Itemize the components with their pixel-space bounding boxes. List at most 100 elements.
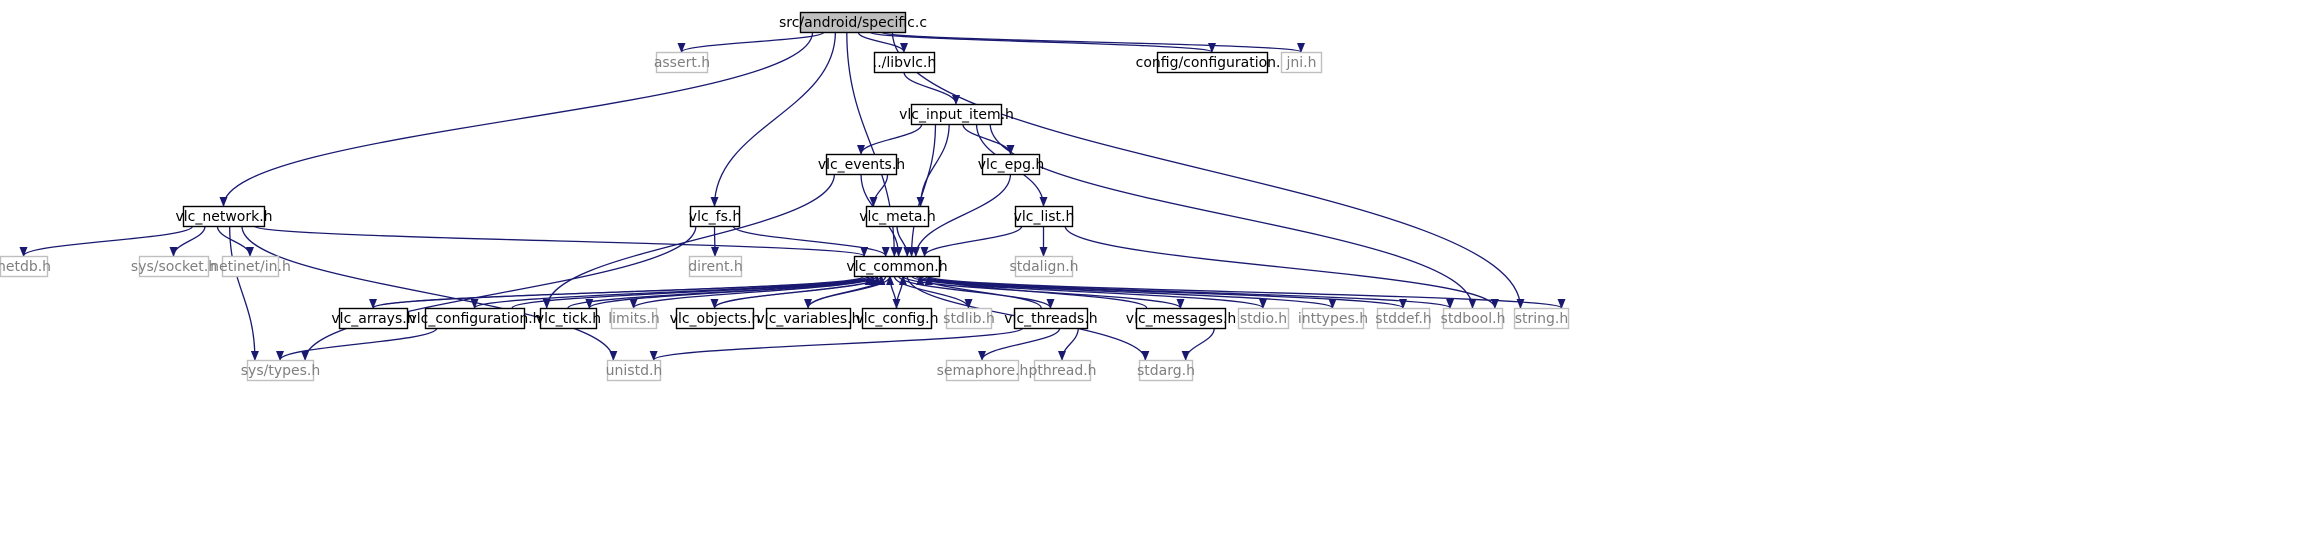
node-box xyxy=(246,359,315,382)
node-socket: sys/socket.h xyxy=(131,255,217,278)
node-stdalign: stdalign.h xyxy=(1009,255,1079,278)
node-box xyxy=(182,205,266,228)
edge-common-to-threads xyxy=(898,275,1055,309)
node-box xyxy=(1156,51,1269,74)
node-box xyxy=(1138,359,1194,382)
edge-threads-to-pthread xyxy=(1058,327,1079,361)
node-threads[interactable]: vlc_threads.h xyxy=(1004,307,1098,330)
node-box xyxy=(865,205,930,228)
node-box xyxy=(765,307,852,330)
node-box xyxy=(853,255,941,278)
node-meta[interactable]: vlc_meta.h xyxy=(859,205,936,228)
edge-messages-to-stdarg xyxy=(1181,327,1215,361)
node-dirent: dirent.h xyxy=(688,255,743,278)
edge-input_item-to-events xyxy=(857,123,923,155)
edge-root-to-jni xyxy=(880,31,1305,53)
edge-list-to-stdbool xyxy=(1064,225,1499,309)
node-box xyxy=(606,359,662,382)
node-box xyxy=(539,307,598,330)
node-jni: jni.h xyxy=(1280,51,1323,74)
edge-fs-to-dirent xyxy=(710,225,719,257)
node-label: netinet/in.h xyxy=(210,259,291,275)
edge-threads-to-unistd xyxy=(649,327,1024,361)
node-variables[interactable]: vlc_variables.h xyxy=(757,307,861,330)
edge-common-to-vconfig xyxy=(889,275,901,309)
node-libvlc[interactable]: ../libvlc.h xyxy=(873,51,936,74)
node-box xyxy=(873,51,936,74)
node-systypes: sys/types.h xyxy=(241,359,320,382)
node-label: assert.h xyxy=(654,55,710,71)
node-stdlib: stdlib.h xyxy=(943,307,995,330)
edge-libvlc-to-input_item xyxy=(903,71,960,105)
node-box xyxy=(1442,307,1504,330)
node-epg[interactable]: vlc_epg.h xyxy=(978,153,1045,176)
node-label: vlc_objects.h xyxy=(670,311,761,327)
node-messages[interactable]: vlc_messages.h xyxy=(1126,307,1236,330)
node-stdbool: stdbool.h xyxy=(1441,307,1506,330)
edge-objects-to-common xyxy=(713,275,886,309)
node-label: ../libvlc.h xyxy=(873,55,936,71)
node-label: vlc_network.h xyxy=(175,209,272,225)
node-list[interactable]: vlc_list.h xyxy=(1014,205,1075,228)
node-box xyxy=(675,307,755,330)
node-label: vlc_tick.h xyxy=(536,311,601,327)
node-input_item[interactable]: vlc_input_item.h xyxy=(899,103,1014,126)
node-label: vlc_fs.h xyxy=(689,209,741,225)
node-config[interactable]: config/configuration.h xyxy=(1136,51,1290,74)
edge-configuration-to-common xyxy=(511,275,877,309)
node-label: stdbool.h xyxy=(1441,311,1506,327)
node-box xyxy=(338,307,409,330)
edge-vconfig-to-common xyxy=(895,275,907,309)
node-label: vlc_arrays.h xyxy=(331,311,415,327)
node-label: stdalign.h xyxy=(1009,259,1078,275)
node-netinet: netinet/in.h xyxy=(210,255,291,278)
node-box xyxy=(1280,51,1323,74)
edge-events-to-tick xyxy=(542,173,836,309)
node-root[interactable]: src/android/specific.c xyxy=(779,11,927,34)
edges-layer xyxy=(19,31,1566,361)
node-tick[interactable]: vlc_tick.h xyxy=(536,307,601,330)
node-vconfig[interactable]: vlc_config.h xyxy=(855,307,939,330)
edge-fs-to-systypes xyxy=(301,225,697,361)
node-network[interactable]: vlc_network.h xyxy=(175,205,273,228)
edge-common-to-stdio xyxy=(910,275,1267,309)
node-events[interactable]: vlc_events.h xyxy=(818,153,905,176)
edge-network-to-socket xyxy=(169,225,206,257)
edge-common-to-inttypes xyxy=(915,275,1337,309)
node-label: vlc_common.h xyxy=(846,259,947,275)
node-configuration[interactable]: vlc_configuration.h xyxy=(408,307,542,330)
node-box xyxy=(1237,307,1290,330)
node-box xyxy=(1135,307,1227,330)
node-label: semaphore.h xyxy=(937,363,1029,379)
edge-root-to-network xyxy=(219,31,814,207)
node-label: vlc_epg.h xyxy=(978,157,1045,173)
edge-root-to-config xyxy=(868,31,1216,53)
node-netdb: netdb.h xyxy=(0,255,51,278)
node-box xyxy=(1513,307,1570,330)
node-objects[interactable]: vlc_objects.h xyxy=(670,307,761,330)
node-arrays[interactable]: vlc_arrays.h xyxy=(331,307,416,330)
node-common[interactable]: vlc_common.h xyxy=(846,255,948,278)
node-label: vlc_messages.h xyxy=(1126,311,1236,327)
node-label: sys/types.h xyxy=(241,363,320,379)
node-label: sys/socket.h xyxy=(131,259,217,275)
node-box xyxy=(1014,205,1074,228)
edge-network-to-netdb xyxy=(19,225,194,257)
node-limits: limits.h xyxy=(608,307,660,330)
node-label: vlc_threads.h xyxy=(1004,311,1097,327)
node-label: unistd.h xyxy=(606,363,663,379)
node-label: limits.h xyxy=(608,311,659,327)
node-label: dirent.h xyxy=(688,259,743,275)
node-label: vlc_variables.h xyxy=(757,311,861,327)
edge-common-to-stddef xyxy=(919,275,1407,309)
node-pthread: pthread.h xyxy=(1028,359,1097,382)
node-label: src/android/specific.c xyxy=(779,15,927,31)
edge-root-to-libvlc xyxy=(857,31,908,53)
node-fs[interactable]: vlc_fs.h xyxy=(689,205,741,228)
node-box xyxy=(1376,307,1431,330)
edge-network-to-systypes xyxy=(229,225,259,361)
node-box xyxy=(689,205,741,228)
node-box xyxy=(610,307,658,330)
edge-network-to-unistd xyxy=(241,225,618,361)
node-box xyxy=(981,153,1041,176)
